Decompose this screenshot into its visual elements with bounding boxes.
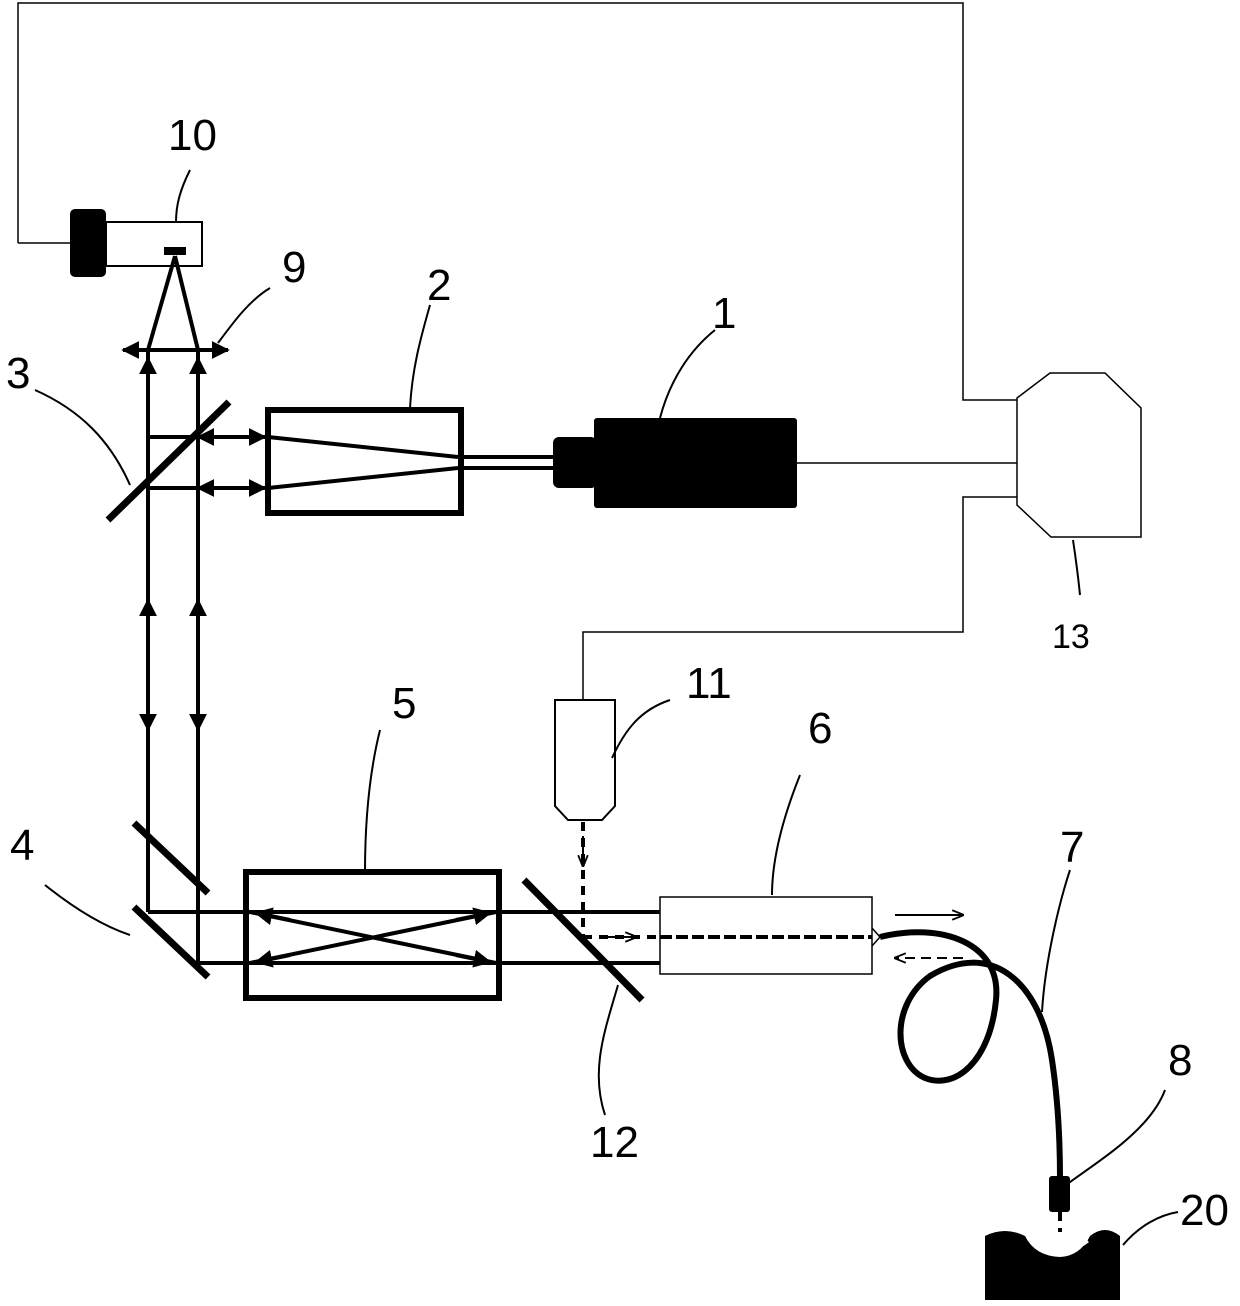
label-modulator: 5 bbox=[392, 679, 416, 728]
camera bbox=[18, 209, 202, 277]
dichroic-mirror bbox=[524, 880, 642, 1000]
label-sample: 20 bbox=[1180, 1186, 1229, 1235]
fiber-coupler bbox=[660, 897, 963, 974]
label-dichroic-mirror: 12 bbox=[590, 1118, 639, 1167]
laser-source bbox=[553, 418, 797, 508]
label-probe: 8 bbox=[1168, 1036, 1192, 1085]
label-camera: 10 bbox=[168, 111, 217, 160]
label-beam-splitter: 3 bbox=[6, 349, 30, 398]
label-optical-fiber: 7 bbox=[1060, 823, 1084, 872]
lens bbox=[123, 256, 228, 350]
label-light-source: 11 bbox=[686, 659, 732, 708]
label-mirror: 4 bbox=[10, 821, 34, 870]
beam-splitter bbox=[108, 402, 229, 520]
optical-fiber bbox=[880, 932, 1060, 1178]
label-laser-source: 1 bbox=[712, 289, 736, 338]
label-fiber-coupler: 6 bbox=[808, 704, 832, 753]
label-controller: 13 bbox=[1052, 618, 1090, 656]
label-beam-expander: 2 bbox=[427, 261, 451, 310]
sample bbox=[985, 1230, 1120, 1300]
label-lens: 9 bbox=[282, 243, 306, 292]
controller bbox=[1017, 373, 1141, 537]
